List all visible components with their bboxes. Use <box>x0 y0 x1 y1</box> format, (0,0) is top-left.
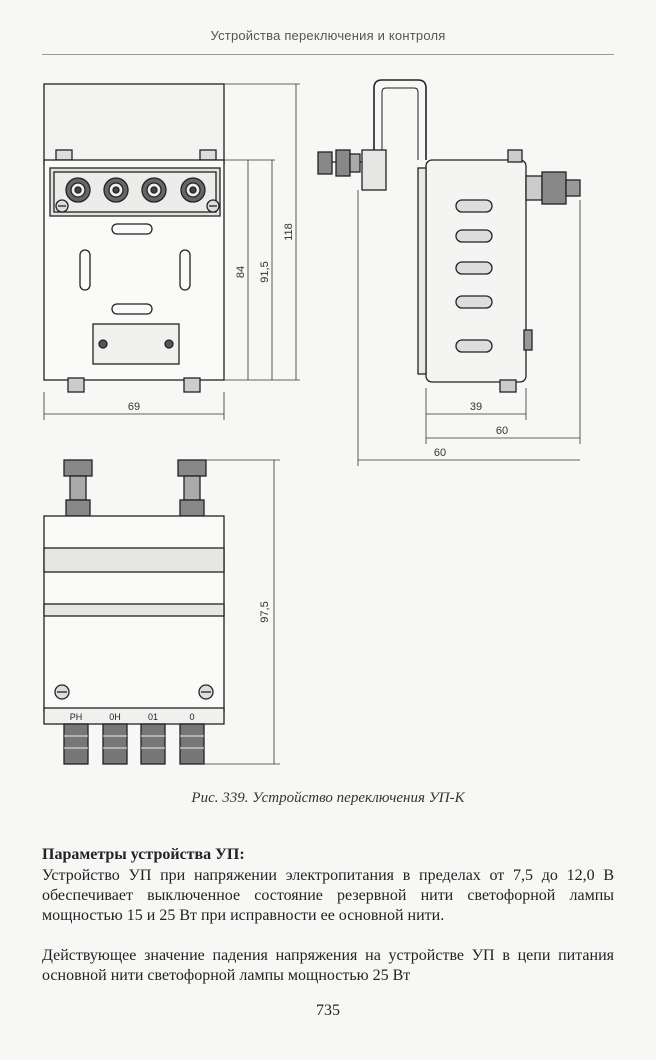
dim-front-width: 69 <box>128 401 140 413</box>
dim-front-height-84: 84 <box>235 266 247 278</box>
bottom-view: РН 0Н 01 0 97,5 <box>43 459 280 765</box>
terminal-sockets <box>65 177 206 203</box>
running-header: Устройства переключения и контроля <box>210 28 446 43</box>
paragraph-1: Устройство УП при напряжении электропита… <box>42 867 614 924</box>
terminal-label-0n: 0Н <box>109 712 121 722</box>
dim-side-depth-39: 39 <box>470 401 482 413</box>
dim-side-depth-60-outer: 60 <box>434 447 446 459</box>
dim-side-depth-60-inner: 60 <box>496 425 508 437</box>
page-number: 735 <box>316 1002 340 1019</box>
dim-front-height-118: 118 <box>283 223 295 241</box>
terminal-label-0: 0 <box>189 712 194 722</box>
dim-front-height-91-5: 91,5 <box>259 261 271 282</box>
front-view: 69 84 91,5 118 <box>43 83 300 420</box>
terminal-label-01: 01 <box>148 712 158 722</box>
side-view: 39 60 60 <box>317 79 581 466</box>
header-rule <box>42 54 614 55</box>
technical-drawing: 69 84 91,5 118 <box>43 79 581 765</box>
figure-caption: Рис. 339. Устройство переключения УП-К <box>191 790 465 806</box>
paragraph-2: Действующее значение падения напряжения … <box>42 947 614 984</box>
section-title: Параметры устройства УП: <box>42 846 245 863</box>
terminal-label-rn: РН <box>70 712 83 722</box>
dim-bottom-height-97-5: 97,5 <box>259 601 271 622</box>
